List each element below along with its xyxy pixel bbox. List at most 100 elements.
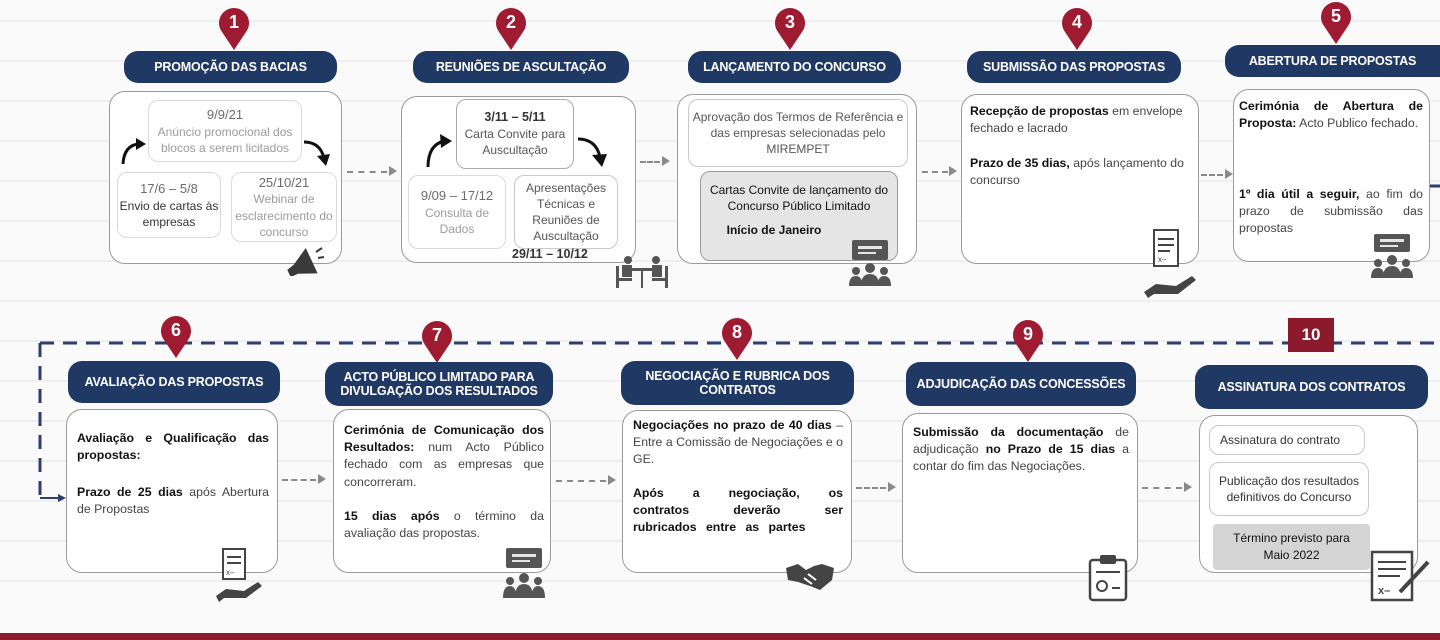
highlight-text: Submissão da documentação	[913, 425, 1104, 439]
arrow-head	[949, 166, 957, 176]
step-text: Cerimónia de Comunicação dos Resultados:…	[344, 422, 544, 491]
step-number-pin: 5	[1317, 0, 1355, 46]
step-title: ABERTURA DE PROPOSTAS	[1225, 45, 1440, 77]
body-text: Acto Publico fechado.	[1296, 116, 1419, 131]
step-title: ASSINATURA DOS CONTRATOS	[1195, 365, 1428, 409]
document-icon: x–	[222, 548, 246, 580]
date-label: 25/10/21	[258, 174, 310, 190]
step-number: 4	[1071, 12, 1082, 32]
sub-box: Publicação dos resultados definitivos do…	[1209, 462, 1369, 516]
highlight-text: Cerimónia de Comunicação dos Resultados:	[344, 423, 544, 455]
date-label: 9/09 – 17/12	[420, 188, 494, 204]
megaphone-icon	[287, 247, 324, 276]
step-number-pin: 8	[718, 316, 756, 362]
step-title: SUBMISSÃO DAS PROPOSTAS	[967, 51, 1181, 83]
presentation-icon	[503, 548, 545, 598]
highlight-text: Após a negociação, os contratos deverão …	[633, 486, 843, 535]
highlight-text: Avaliação e Qualificação das propostas:	[77, 431, 269, 463]
presentation-icon	[849, 240, 891, 286]
sub-box: 9/09 – 17/12 Consulta de Dados	[408, 175, 506, 249]
document-hand-icon	[1144, 276, 1196, 298]
end-date-text: Término previsto para Maio 2022	[1233, 531, 1350, 562]
curved-arrow-icon	[121, 138, 146, 165]
step-number-pin: 4	[1058, 6, 1096, 52]
highlight-text: Negociações no prazo de 40 dias	[633, 418, 832, 432]
document-icon: x–	[1153, 229, 1179, 267]
step-card: Recepção de propostas em envelope fechad…	[961, 94, 1199, 267]
svg-text:x–: x–	[1378, 585, 1390, 597]
step-text: 1º dia útil a seguir, ao fim do prazo de…	[1239, 186, 1423, 238]
sub-box-text: Envio de cartas às empresas	[119, 198, 219, 229]
step-number-pin: 3	[771, 6, 809, 52]
date-label: 17/6 – 5/8	[140, 181, 198, 197]
footer-bar	[0, 633, 1440, 640]
step-number-pin: 6	[157, 314, 195, 360]
sub-box: Apresentações Técnicas e Reuniões de Aus…	[514, 175, 618, 249]
date-label: 3/11 – 5/11	[484, 110, 546, 125]
date-label: 29/11 – 10/12	[512, 247, 588, 261]
step-title: LANÇAMENTO DO CONCURSO	[688, 51, 901, 83]
handshake-icon	[786, 564, 834, 590]
body-text: num Acto Público fechado com as empresas…	[344, 440, 544, 489]
step-text: Negociações no prazo de 40 dias – Entre …	[633, 417, 843, 469]
step-number-pin: 9	[1009, 318, 1047, 364]
flow-arrow	[640, 161, 660, 163]
step-number: 2	[505, 12, 516, 32]
date-label: 9/9/21	[206, 107, 244, 123]
step-number-pin: 2	[492, 6, 530, 52]
step-text: Prazo de 25 dias após Abertura de Propos…	[77, 484, 269, 518]
arrow-head	[888, 482, 896, 492]
arrow-head	[389, 166, 397, 176]
arrow-head	[608, 475, 616, 485]
body-text: após lançamento do concurso	[970, 156, 1184, 188]
step-text: Submissão da documentação de adjudicação…	[913, 424, 1129, 476]
step-text: Recepção de propostas em envelope fechad…	[970, 103, 1192, 137]
step-title: NEGOCIAÇÃO E RUBRICA DOS CONTRATOS	[621, 361, 854, 405]
sub-box: 3/11 – 5/11 Carta Convite para Auscultaç…	[456, 99, 574, 169]
arrow-head	[318, 474, 326, 484]
highlight-text: 15 dias após	[344, 509, 440, 523]
sub-box: 17/6 – 5/8 Envio de cartas às empresas	[117, 172, 221, 238]
step-number: 8	[731, 322, 742, 342]
step-title: REUNIÕES DE ASCULTAÇÃO	[413, 51, 629, 83]
sub-box: 25/10/21 Webinar de esclarecimento do co…	[231, 172, 337, 242]
body-text: – Entre a Comissão de Negociações e o GE…	[633, 418, 843, 467]
step-text: Cerimónia de Abertura de Proposta: Acto …	[1239, 98, 1423, 132]
step-number: 9	[1022, 324, 1033, 344]
step-title: PROMOÇÃO DAS BACIAS	[124, 51, 337, 83]
highlight-text: 1º dia útil a seguir,	[1239, 187, 1360, 201]
step-card: Aprovação dos Termos de Referência e das…	[677, 94, 917, 264]
step-card: Cerimónia de Comunicação dos Resultados:…	[333, 409, 551, 573]
step-card: Avaliação e Qualificação das propostas: …	[66, 409, 278, 580]
body-text: o término da avaliação das propostas.	[344, 509, 544, 541]
sub-box-text: Webinar de esclarecimento do concurso	[235, 192, 333, 239]
step-card: 9/9/21 Anúncio promocional dos blocos a …	[109, 91, 342, 264]
sub-box-text: Consulta de Dados	[424, 205, 490, 236]
body-text: a contar do fim das Negociações.	[913, 442, 1129, 474]
step-number: 7	[431, 325, 442, 345]
highlight-text: Cerimónia de Abertura de Proposta:	[1239, 99, 1423, 131]
meeting-icon	[616, 256, 668, 288]
document-hand-icon	[216, 582, 262, 602]
flow-arrow	[282, 479, 316, 481]
body-text: ao fim do prazo de submissão das propost…	[1239, 187, 1423, 236]
sub-box-text: Anúncio promocional dos blocos a serem l…	[157, 124, 293, 155]
svg-text:x–: x–	[226, 568, 235, 577]
flow-arrow	[347, 171, 387, 173]
step-number: 5	[1330, 6, 1341, 26]
body-text: em envelope fechado e lacrado	[970, 104, 1183, 136]
sub-box-highlight: Início de Janeiro	[726, 223, 822, 238]
step-card: Submissão da documentação de adjudicação…	[902, 413, 1138, 573]
sub-box-text: Aprovação dos Termos de Referência e das…	[692, 109, 904, 157]
step-text: Após a negociação, os contratos deverão …	[633, 485, 843, 537]
step-card: Assinatura do contrato Publicação dos re…	[1199, 415, 1418, 573]
sub-box-text: Cartas Convite de lançamento do Concurso…	[709, 183, 889, 214]
sub-box: Assinatura do contrato	[1209, 425, 1365, 455]
flow-arrow	[556, 480, 606, 482]
arrow-head	[1184, 482, 1192, 492]
step-card: Cerimónia de Abertura de Proposta: Acto …	[1233, 89, 1430, 262]
body-text: de adjudicação	[913, 425, 1129, 457]
step-number: 3	[784, 12, 795, 32]
flow-arrow	[1142, 487, 1182, 489]
svg-text:x–: x–	[1158, 255, 1167, 264]
